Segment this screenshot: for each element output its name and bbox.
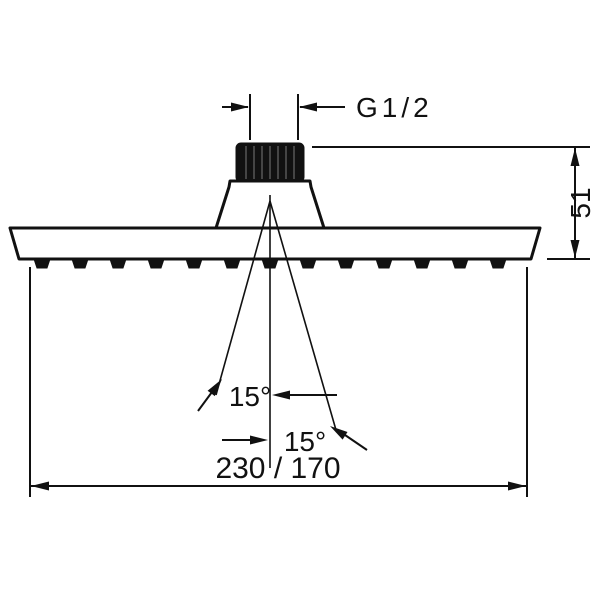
nozzle [71,258,89,269]
arrowhead [231,102,249,112]
nozzle [299,258,317,269]
nozzle [489,258,507,269]
thread-dimension: G1/2 [222,92,433,140]
nozzle [451,258,469,269]
thread-size-label: G1/2 [356,92,433,123]
spray-line-right [269,200,337,431]
arrowhead [250,435,268,445]
arrowhead [508,481,526,491]
spray-angle-right-annotation: 15° [222,426,368,457]
arrowhead [299,102,317,112]
spray-line-left [215,200,271,396]
nozzle [337,258,355,269]
connector-nut [235,142,305,183]
arrowhead [272,390,290,400]
width-dimension: 230 / 170 [29,267,528,497]
leader-line [344,434,368,451]
leader-line [197,391,213,412]
arrowhead [31,481,49,491]
nozzle [185,258,203,269]
spray-geometry [215,195,337,468]
nozzle [223,258,241,269]
arrowhead [330,426,348,440]
nozzle [413,258,431,269]
height-dimension-label: 51 [565,187,596,218]
nozzle [375,258,393,269]
nozzle [147,258,165,269]
height-dimension: 51 [312,146,596,260]
spray-angle-left-annotation: 15° [197,379,337,412]
nozzle [109,258,127,269]
width-dimension-label: 230 / 170 [215,452,340,485]
nozzle-row [33,258,507,269]
nozzle [33,258,51,269]
spray-angle-label-right: 15° [284,426,326,457]
arrowhead [207,379,222,397]
arrowhead [570,148,580,166]
shower-plate [8,226,542,261]
spray-angle-label-left: 15° [229,381,271,412]
shower-head [8,142,542,269]
arrowhead [570,240,580,258]
